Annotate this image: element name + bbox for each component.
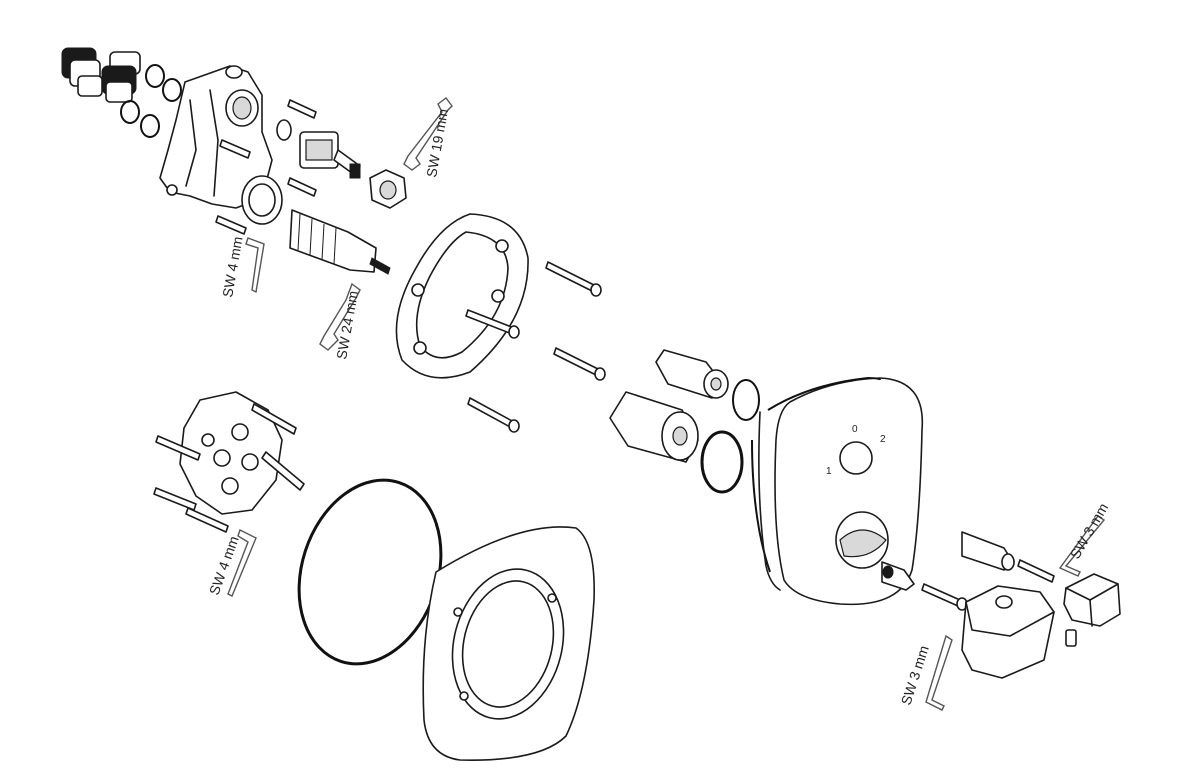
long-screw-4 <box>467 397 520 433</box>
body-screws <box>215 99 317 235</box>
wrench-icon <box>319 282 361 351</box>
rosette-frame <box>422 526 595 761</box>
cover-plate <box>751 376 924 606</box>
handle-adapter <box>881 561 915 591</box>
long-screw-2 <box>465 309 520 339</box>
stop-valve-cartridge <box>276 119 361 179</box>
handle-small <box>1063 573 1121 627</box>
small-o-rings <box>120 64 182 138</box>
grub-screw <box>1065 629 1077 647</box>
mounting-plate <box>395 213 529 379</box>
check-valve-insert-1 <box>61 47 103 97</box>
sw4-bottom-label: SW 4 mm <box>206 534 242 597</box>
cover-mark-2: 2 <box>880 434 886 445</box>
flange-screws <box>153 403 305 533</box>
cover-mark-1: 1 <box>826 466 832 477</box>
extension-pin <box>961 531 1015 571</box>
handle-screw <box>921 583 968 611</box>
extension-sleeve-large <box>609 391 699 463</box>
small-screw <box>1017 559 1055 583</box>
hex-key-icon <box>227 529 257 597</box>
hex-key-icon <box>245 237 265 294</box>
body-seal-rings <box>241 175 283 225</box>
sw4-top-label: SW 4 mm <box>219 235 245 298</box>
sw3-right-label: SW 3 mm <box>1067 500 1112 561</box>
mounting-flange <box>179 391 283 515</box>
long-screw-3 <box>553 347 606 381</box>
sw19-label: SW 19 mm <box>423 108 451 179</box>
o-ring-icon <box>732 379 760 421</box>
extension-sleeve-small <box>655 349 729 399</box>
handle-large <box>961 585 1055 679</box>
hex-key-icon <box>925 634 953 711</box>
long-screw-1 <box>545 261 602 297</box>
valve-body <box>159 65 273 209</box>
hex-key-icon <box>1058 515 1106 577</box>
o-ring-icon <box>700 430 744 494</box>
hex-nut <box>369 169 407 209</box>
check-valve-insert-2 <box>101 51 141 103</box>
wrench-icon <box>403 97 453 171</box>
thermostatic-cartridge <box>289 209 391 275</box>
cover-mark-0: 0 <box>852 424 858 435</box>
